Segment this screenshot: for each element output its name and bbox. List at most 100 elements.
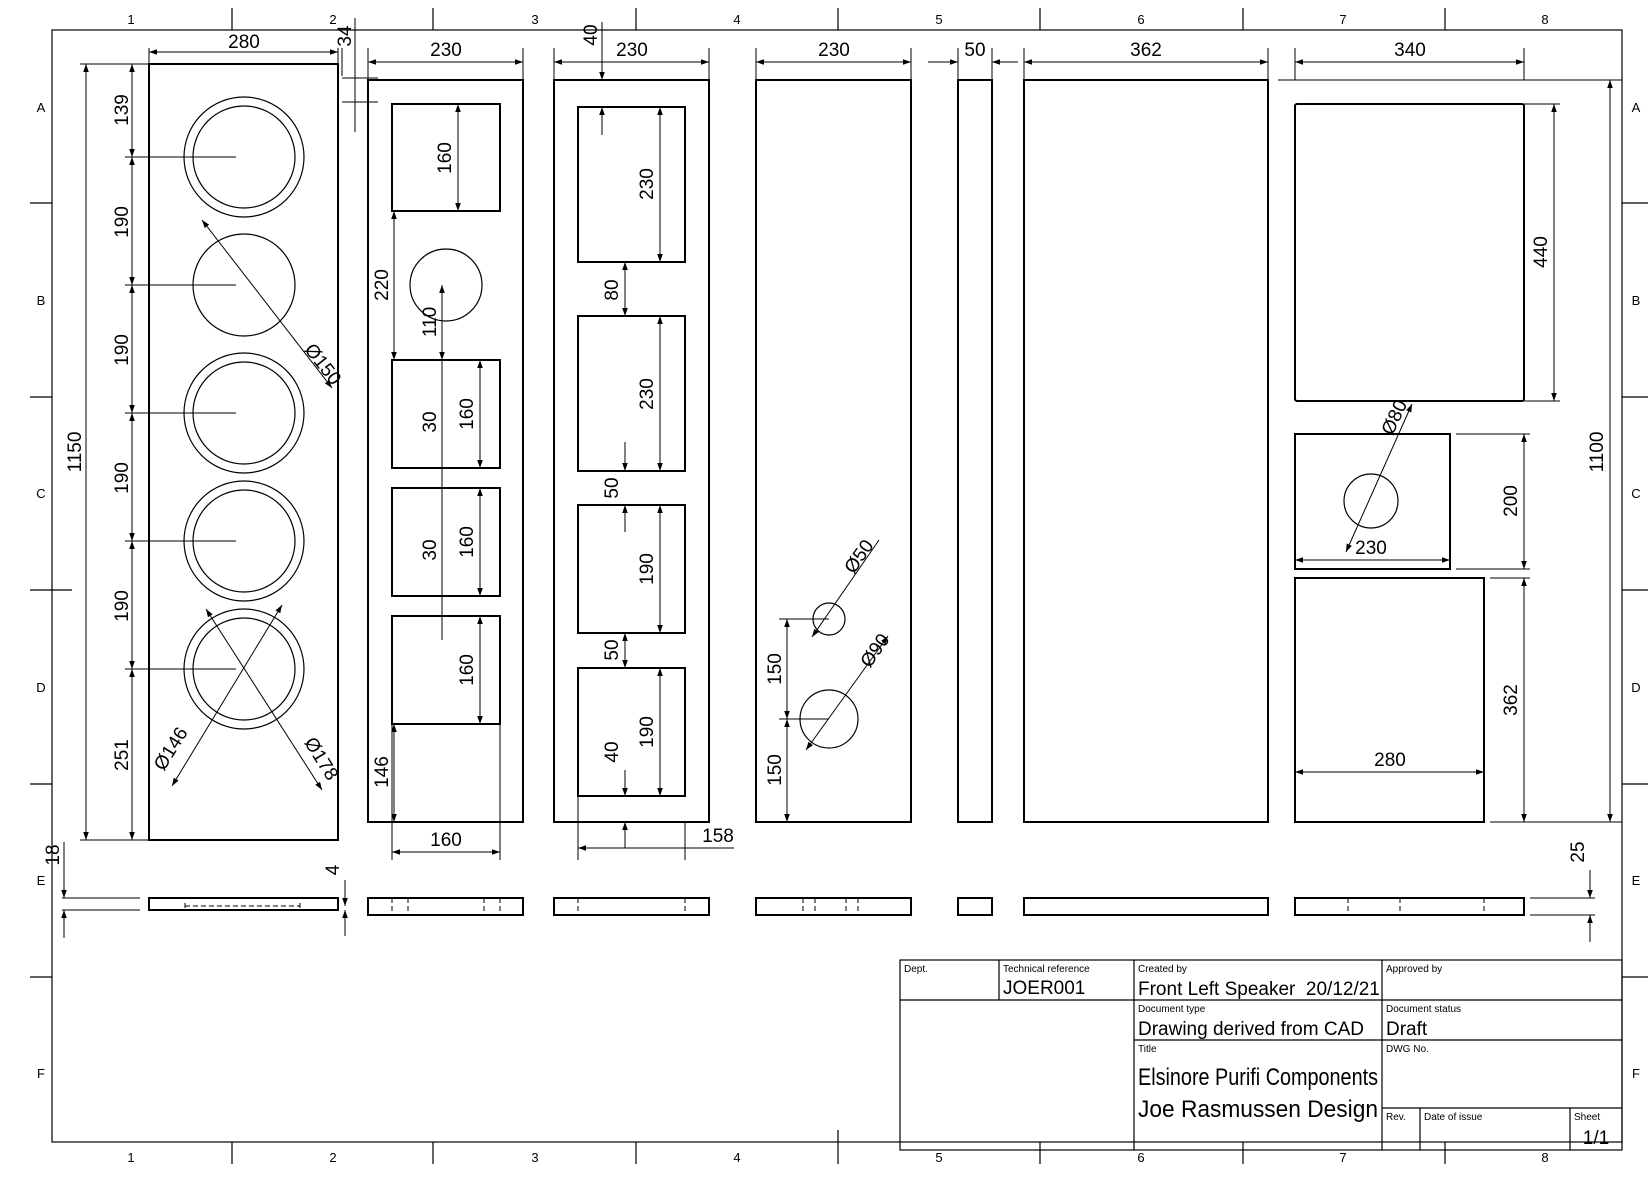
dim-280: 280 xyxy=(1374,750,1406,771)
panel-7-top xyxy=(1294,103,1525,402)
zone-col-bottom: 6 xyxy=(1137,1150,1144,1165)
zone-row-right: E xyxy=(1632,873,1641,888)
panel-4: 230 Ø50 Ø90 150 150 xyxy=(755,40,912,823)
zone-col-top: 3 xyxy=(531,12,538,27)
panel-4-outline xyxy=(755,79,912,823)
dim-160: 160 xyxy=(457,526,478,558)
panel-7: 340 440 Ø80 230 200 362 280 1100 xyxy=(1278,40,1622,823)
zone-col-top: 1 xyxy=(127,12,134,27)
rev-label: Rev. xyxy=(1386,1112,1406,1123)
dim-160: 160 xyxy=(430,830,462,851)
title-line-1: Elsinore Purifi Components xyxy=(1138,1064,1378,1091)
created-value: Front Left Speaker 20/12/21 xyxy=(1138,979,1380,1000)
dim-40: 40 xyxy=(602,741,623,762)
zone-col-top: 4 xyxy=(733,12,740,27)
status-value: Draft xyxy=(1386,1019,1428,1040)
panel-6: 362 xyxy=(1023,40,1269,823)
panel-5-outline xyxy=(957,79,993,823)
panel-6-outline xyxy=(1023,79,1269,823)
zone-col-bottom: 8 xyxy=(1541,1150,1548,1165)
dim-34: 34 xyxy=(335,25,356,47)
panel-3-outline xyxy=(553,79,710,823)
dim-220: 220 xyxy=(372,269,393,301)
dim-160: 160 xyxy=(457,398,478,430)
zone-col-top: 5 xyxy=(935,12,942,27)
dim-diameter-50: Ø50 xyxy=(841,536,879,577)
zone-col-bottom: 1 xyxy=(127,1150,134,1165)
baffle-outline xyxy=(148,63,339,841)
dwg-label: DWG No. xyxy=(1386,1044,1429,1055)
dim-diameter-90: Ø90 xyxy=(857,630,895,671)
dim-150: 150 xyxy=(765,653,786,685)
panel-front-baffle: 139 190 190 190 190 251 1150 280 Ø150 Ø1… xyxy=(65,18,378,841)
zone-labels: 1 2 3 4 5 6 7 8 1 2 3 4 5 6 7 8 A B C D … xyxy=(36,12,1640,1165)
dim-diameter-80: Ø80 xyxy=(1378,397,1412,438)
zone-col-top: 2 xyxy=(329,12,336,27)
title-label: Title xyxy=(1138,1044,1157,1055)
dim-230: 230 xyxy=(637,378,658,410)
dim-190: 190 xyxy=(112,462,133,494)
status-label: Document status xyxy=(1386,1004,1461,1015)
zone-col-bottom: 2 xyxy=(329,1150,336,1165)
title-block-border xyxy=(899,959,1623,1151)
dim-1100: 1100 xyxy=(1587,432,1608,473)
zone-row-right: C xyxy=(1631,486,1640,501)
dim-190: 190 xyxy=(637,553,658,585)
dim-200: 200 xyxy=(1501,485,1522,517)
dim-230: 230 xyxy=(1355,538,1387,559)
date-label: Date of issue xyxy=(1424,1112,1483,1123)
port-hole-80 xyxy=(1343,473,1399,529)
dim-230: 230 xyxy=(616,40,648,61)
panel-2-outline xyxy=(367,79,524,823)
dim-190: 190 xyxy=(112,590,133,622)
sheet-label: Sheet xyxy=(1574,1112,1600,1123)
dim-80: 80 xyxy=(602,279,623,300)
dim-1150: 1150 xyxy=(65,432,86,473)
zone-row-left: E xyxy=(37,873,46,888)
techref-value: JOER001 xyxy=(1003,978,1085,999)
doctype-value: Drawing derived from CAD xyxy=(1138,1019,1364,1040)
zone-col-bottom: 3 xyxy=(531,1150,538,1165)
zone-row-right: F xyxy=(1632,1066,1640,1081)
panel-3: 230 40 230 80 230 50 190 50 190 40 158 xyxy=(553,22,734,860)
edge-views: 18 4 25 xyxy=(43,841,1595,942)
dim-diameter-146: Ø146 xyxy=(150,724,192,775)
zone-col-bottom: 7 xyxy=(1339,1150,1346,1165)
dim-230: 230 xyxy=(430,40,462,61)
dim-diameter-178: Ø178 xyxy=(299,734,341,785)
dim-25: 25 xyxy=(1568,841,1589,862)
zone-col-bottom: 4 xyxy=(733,1150,740,1165)
dim-190: 190 xyxy=(637,716,658,748)
zone-col-top: 7 xyxy=(1339,12,1346,27)
doctype-label: Document type xyxy=(1138,1004,1206,1015)
dim-362: 362 xyxy=(1130,40,1162,61)
dept-label: Dept. xyxy=(904,964,928,975)
dim-4: 4 xyxy=(323,864,344,875)
dim-230: 230 xyxy=(637,168,658,200)
zone-row-right: D xyxy=(1631,680,1640,695)
dim-150: 150 xyxy=(765,754,786,786)
dim-30: 30 xyxy=(420,539,441,560)
dim-160: 160 xyxy=(435,142,456,174)
created-label: Created by xyxy=(1138,964,1187,975)
dim-146: 146 xyxy=(372,756,393,788)
title-line-2: Joe Rasmussen Design xyxy=(1138,1096,1378,1123)
dim-50: 50 xyxy=(964,40,985,61)
techref-label: Technical reference xyxy=(1003,964,1090,975)
panel-5: 50 xyxy=(928,40,1018,823)
dim-190: 190 xyxy=(112,334,133,366)
dim-440: 440 xyxy=(1531,236,1552,268)
zone-row-left: F xyxy=(37,1066,45,1081)
zone-col-top: 8 xyxy=(1541,12,1548,27)
dim-50: 50 xyxy=(602,477,623,498)
zone-row-right: A xyxy=(1632,100,1641,115)
panel-2: 230 160 220 110 30 160 30 160 160 146 16… xyxy=(367,40,524,860)
zone-row-left: C xyxy=(36,486,45,501)
dim-139: 139 xyxy=(112,94,133,126)
dim-251: 251 xyxy=(112,739,133,771)
title-block: Dept. Technical reference JOER001 Create… xyxy=(899,959,1623,1151)
sheet-value: 1/1 xyxy=(1583,1128,1609,1149)
zone-row-left: D xyxy=(36,680,45,695)
